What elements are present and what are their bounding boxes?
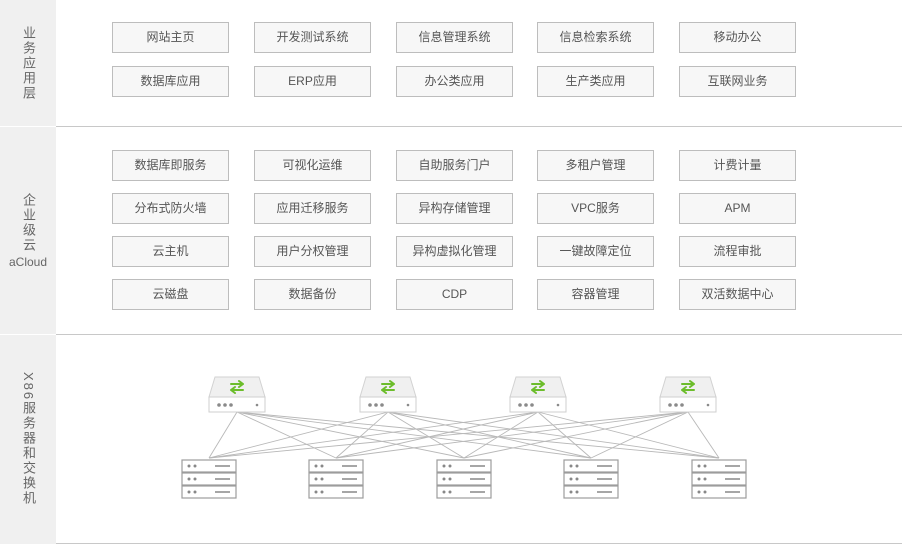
switch-icon	[208, 376, 266, 413]
cloud-box: CDP	[396, 279, 513, 310]
cloud-box: 多租户管理	[537, 150, 654, 181]
network-link	[387, 411, 465, 459]
network-link	[463, 411, 539, 459]
network-link	[236, 411, 592, 459]
cloud-box: 双活数据中心	[679, 279, 796, 310]
app-box: 生产类应用	[537, 66, 654, 97]
cloud-box: VPC服务	[537, 193, 654, 224]
app-box: 数据库应用	[112, 66, 229, 97]
app-box: ERP应用	[254, 66, 371, 97]
app-box: 互联网业务	[679, 66, 796, 97]
server-icon	[563, 459, 619, 499]
switches	[208, 376, 717, 413]
cloud-box: 一键故障定位	[537, 236, 654, 267]
cloud-box: 计费计量	[679, 150, 796, 181]
cloud-box: 云主机	[112, 236, 229, 267]
network-link	[335, 411, 689, 459]
network-link	[208, 411, 238, 459]
server-icon	[181, 459, 237, 499]
hardware-layer: X86服务器和交换机	[0, 335, 902, 544]
cloud-layer-sublabel: aCloud	[8, 254, 48, 269]
network-link	[236, 411, 465, 459]
switch-icon	[509, 376, 567, 413]
app-layer-label: 业务应用层	[21, 25, 36, 101]
network-link	[335, 411, 389, 459]
cloud-box: 自助服务门户	[396, 150, 513, 181]
cloud-layer-sidebar: 企业级云 aCloud	[0, 127, 56, 334]
hardware-layer-sidebar: X86服务器和交换机	[0, 335, 56, 544]
cloud-box: 数据备份	[254, 279, 371, 310]
switch-icon	[659, 376, 717, 413]
cloud-box: 异构虚拟化管理	[396, 236, 513, 267]
network-link	[208, 411, 539, 459]
servers	[181, 459, 747, 499]
network-link	[236, 411, 720, 459]
network-link	[208, 411, 689, 459]
network-link	[387, 411, 720, 459]
app-box: 办公类应用	[396, 66, 513, 97]
divider	[56, 334, 902, 335]
cloud-box: 可视化运维	[254, 150, 371, 181]
network-link	[208, 411, 389, 459]
server-icon	[308, 459, 364, 499]
network-link	[687, 411, 720, 459]
app-box: 移动办公	[679, 22, 796, 53]
app-box: 开发测试系统	[254, 22, 371, 53]
app-box: 信息管理系统	[396, 22, 513, 53]
cloud-box: 容器管理	[537, 279, 654, 310]
network-link	[537, 411, 592, 459]
network-link	[387, 411, 592, 459]
cloud-layer-label: 企业级云	[21, 192, 36, 253]
cloud-box: 云磁盘	[112, 279, 229, 310]
cloud-box: 用户分权管理	[254, 236, 371, 267]
cloud-box: 异构存储管理	[396, 193, 513, 224]
cloud-layer: 企业级云 aCloud 数据库即服务 可视化运维 自助服务门户 多租户管理 计费…	[0, 127, 902, 334]
network-link	[590, 411, 689, 459]
cloud-box: 流程审批	[679, 236, 796, 267]
network-links	[208, 411, 720, 459]
divider	[56, 126, 902, 127]
switch-icon	[359, 376, 417, 413]
hardware-layer-label: X86服务器和交换机	[21, 372, 36, 507]
cloud-box: 分布式防火墙	[112, 193, 229, 224]
app-box: 信息检索系统	[537, 22, 654, 53]
app-box: 网站主页	[112, 22, 229, 53]
server-icon	[436, 459, 492, 499]
app-layer-sidebar: 业务应用层	[0, 0, 56, 126]
app-layer: 业务应用层 网站主页 开发测试系统 信息管理系统 信息检索系统 移动办公 数据库…	[0, 0, 902, 126]
network-link	[335, 411, 539, 459]
cloud-box: APM	[679, 193, 796, 224]
cloud-box: 数据库即服务	[112, 150, 229, 181]
server-icon	[691, 459, 747, 499]
network-link	[463, 411, 689, 459]
network-link	[236, 411, 337, 459]
network-topology	[181, 376, 747, 499]
network-link	[537, 411, 720, 459]
cloud-box: 应用迁移服务	[254, 193, 371, 224]
